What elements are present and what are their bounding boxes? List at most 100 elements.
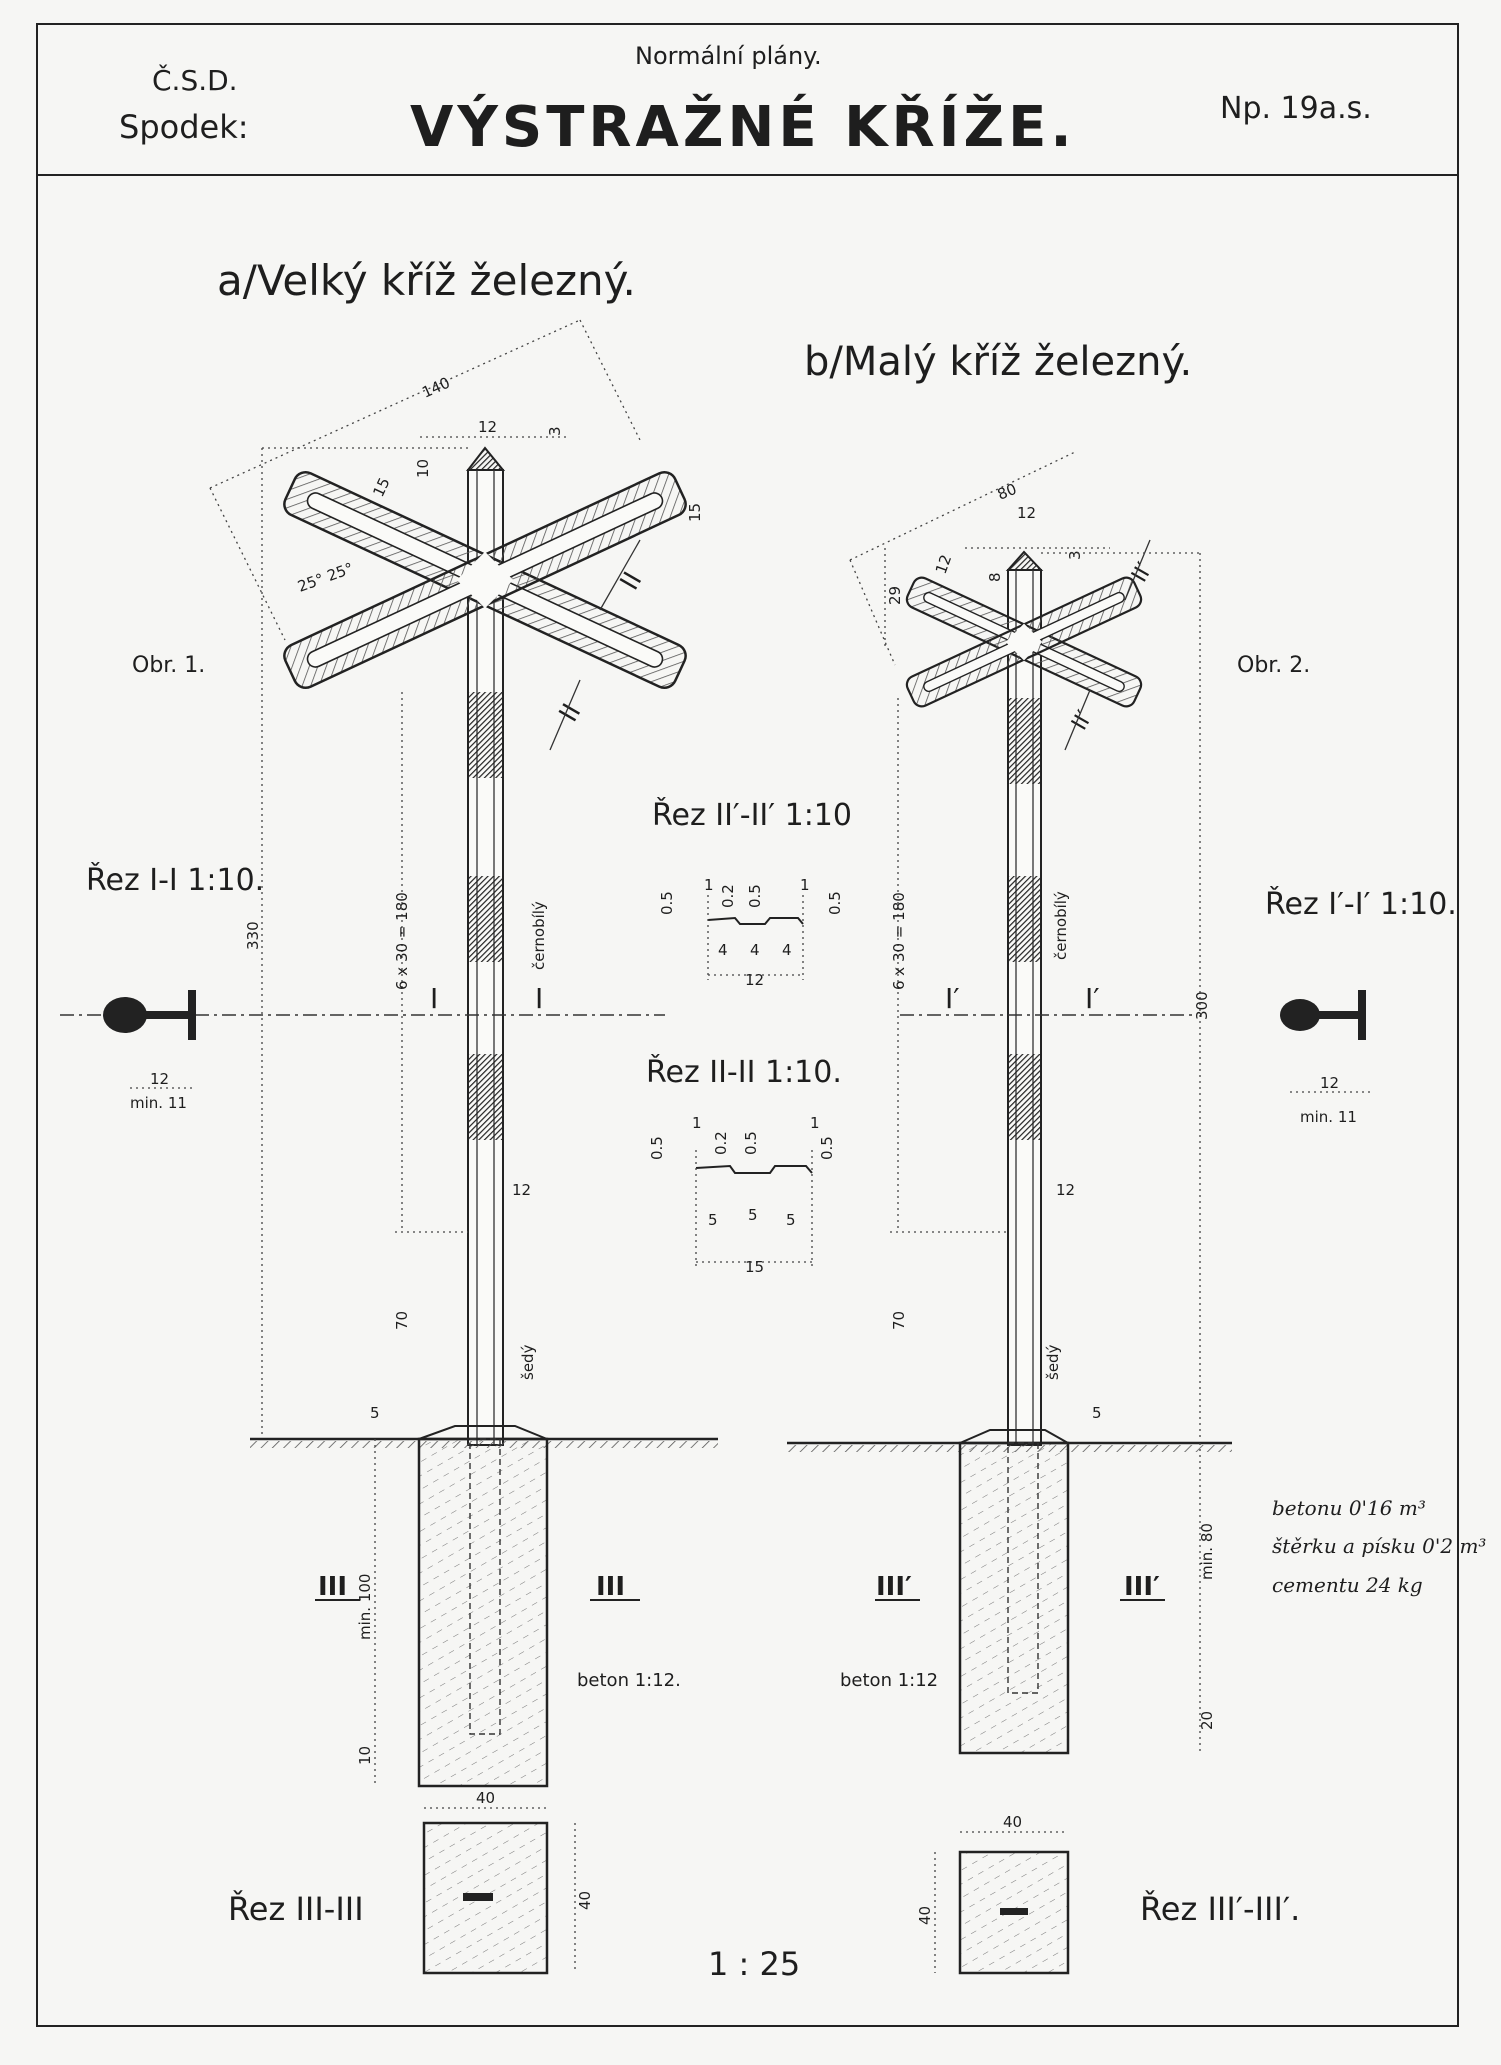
- section-label: Spodek:: [119, 108, 249, 146]
- dim-b-bottom: 20: [1198, 1711, 1216, 1730]
- paint-b-bottom: šedý: [1044, 1344, 1062, 1380]
- section-mark-iii-prime: III′: [876, 1572, 912, 1602]
- section-mark-iii-prime: III′: [1124, 1572, 1160, 1602]
- small-t3: 0.5: [746, 884, 764, 908]
- paint-bottom: šedý: [519, 1344, 537, 1380]
- stripe-dark: [468, 1054, 503, 1140]
- dim-b-cross-h: 29: [886, 586, 904, 605]
- small-t4: 0.5: [826, 891, 844, 915]
- large-t4: 0.5: [818, 1136, 836, 1160]
- section-ii: Řez II-II 1:10. 5 5 5 15 0.5 0.2 0.5 0.5…: [646, 1054, 842, 1276]
- rail-profile-b: [1280, 990, 1366, 1040]
- plan-number: Np. 19a.s.: [1220, 91, 1372, 126]
- page-title: VÝSTRAŽNÉ KŘÍŽE.: [410, 94, 1076, 160]
- dim-base: 70: [393, 1311, 411, 1330]
- stripe-dark: [1008, 1054, 1041, 1140]
- stripe-dark: [468, 876, 503, 962]
- large-e1: 1: [692, 1114, 702, 1132]
- section-mark-ii: II: [615, 567, 649, 595]
- small-e1: 1: [704, 876, 714, 894]
- dim-b-diag: 80: [995, 480, 1019, 504]
- dim-tip: 3: [546, 426, 564, 436]
- dim-total-height: 330: [244, 921, 262, 950]
- section-mark-iii: III: [596, 1572, 625, 1602]
- large-e2: 1: [810, 1114, 820, 1132]
- large-t3: 0.5: [742, 1131, 760, 1155]
- large-w2: 5: [748, 1206, 758, 1224]
- small-cross: [905, 576, 1143, 708]
- rail-a-width: 12: [150, 1070, 169, 1088]
- large-cross: [283, 470, 687, 690]
- scale-label: 1 : 25: [708, 1945, 800, 1983]
- rail-a-min: min. 11: [130, 1094, 187, 1112]
- small-t2: 0.2: [719, 884, 737, 908]
- large-t2: 0.2: [712, 1131, 730, 1155]
- series-label: Normální plány.: [635, 42, 822, 70]
- dim-angles: 25° 25°: [295, 559, 356, 596]
- dim-ground-offset: 5: [370, 1404, 380, 1422]
- small-foundation: [958, 1441, 1070, 1755]
- dim-b-pole-width: 12: [1056, 1181, 1075, 1199]
- small-w1: 4: [718, 941, 728, 959]
- small-cross-assembly: 80 12 3 8 12 29 II′ II′ 6 x 30 = 180 70 …: [787, 451, 1457, 1975]
- dim-b-top-width: 12: [1017, 504, 1036, 522]
- stripe-dark: [1008, 876, 1041, 962]
- dim-b-base: 70: [890, 1311, 908, 1330]
- small-w3: 4: [782, 941, 792, 959]
- large-w3: 5: [786, 1211, 796, 1229]
- rail-b-min: min. 11: [1300, 1108, 1357, 1126]
- dim-b-tip: 3: [1066, 550, 1084, 560]
- large-foundation: [417, 1437, 549, 1788]
- dim-stripes: 6 x 30 = 180: [393, 892, 411, 990]
- dim-b-arm: 12: [932, 552, 955, 576]
- small-w2: 4: [750, 941, 760, 959]
- figure-a-label: Obr. 1.: [132, 653, 205, 678]
- figure-b-label: Obr. 2.: [1237, 653, 1310, 678]
- stripe-dark: [1008, 698, 1041, 784]
- dim-b-found-h: 40: [916, 1906, 934, 1925]
- dim-b-ground-offset: 5: [1092, 1404, 1102, 1422]
- dim-top-width: 12: [478, 418, 497, 436]
- concrete-label: beton 1:12.: [577, 1670, 681, 1691]
- rail-section-b-title: Řez I′-I′ 1:10.: [1265, 886, 1457, 922]
- paint-top: černobílý: [530, 901, 548, 970]
- sheet-border: [36, 23, 1459, 2027]
- section-ii-prime-title: Řez II′-II′ 1:10: [652, 797, 852, 833]
- dim-bottom: 10: [356, 1746, 374, 1765]
- small-total: 12: [745, 971, 764, 989]
- rail-profile-a: [103, 990, 196, 1040]
- figure-b-title: b/Malý kříž železný.: [804, 339, 1192, 385]
- dim-b-tip-h: 8: [986, 572, 1004, 582]
- concrete-label-b: beton 1:12: [840, 1670, 938, 1691]
- org-label: Č.S.D.: [152, 63, 238, 97]
- note-concrete: betonu 0'16 m³: [1272, 1496, 1426, 1520]
- note-cement: cementu 24 kg: [1272, 1573, 1423, 1597]
- dim-pole-width: 12: [512, 1181, 531, 1199]
- dim-b-stripes: 6 x 30 = 180: [890, 892, 908, 990]
- note-gravel: štěrku a písku 0'2 m³: [1272, 1534, 1486, 1558]
- section-mark-i: I: [535, 982, 543, 1015]
- stripe-dark: [468, 692, 503, 778]
- foundation-section-a-title: Řez III-III: [228, 1890, 364, 1928]
- rail-section-a-title: Řez I-I 1:10.: [86, 862, 264, 898]
- dim-diag: 140: [419, 374, 452, 402]
- dim-b-found-w: 40: [1003, 1813, 1022, 1831]
- dim-depth: min. 100: [356, 1574, 374, 1640]
- section-mark-ii-prime: II′: [1067, 707, 1098, 735]
- dim-found-w: 40: [476, 1789, 495, 1807]
- small-e2: 1: [800, 876, 810, 894]
- dim-tip-h: 10: [414, 459, 432, 478]
- dim-arm-left: 15: [369, 475, 393, 500]
- dim-b-total-height: 300: [1193, 991, 1211, 1020]
- paint-b-top: černobílý: [1052, 891, 1070, 960]
- large-w1: 5: [708, 1211, 718, 1229]
- dim-b-depth: min. 80: [1198, 1523, 1216, 1580]
- rail-b-width: 12: [1320, 1074, 1339, 1092]
- section-mark-i-prime: I′: [1085, 982, 1100, 1015]
- large-cross-assembly: 140 12 3 10 15 15 25° 25° II II 330 6 x …: [60, 319, 718, 1975]
- large-t1: 0.5: [648, 1136, 666, 1160]
- section-mark-i-prime: I′: [945, 982, 960, 1015]
- small-t1: 0.5: [658, 891, 676, 915]
